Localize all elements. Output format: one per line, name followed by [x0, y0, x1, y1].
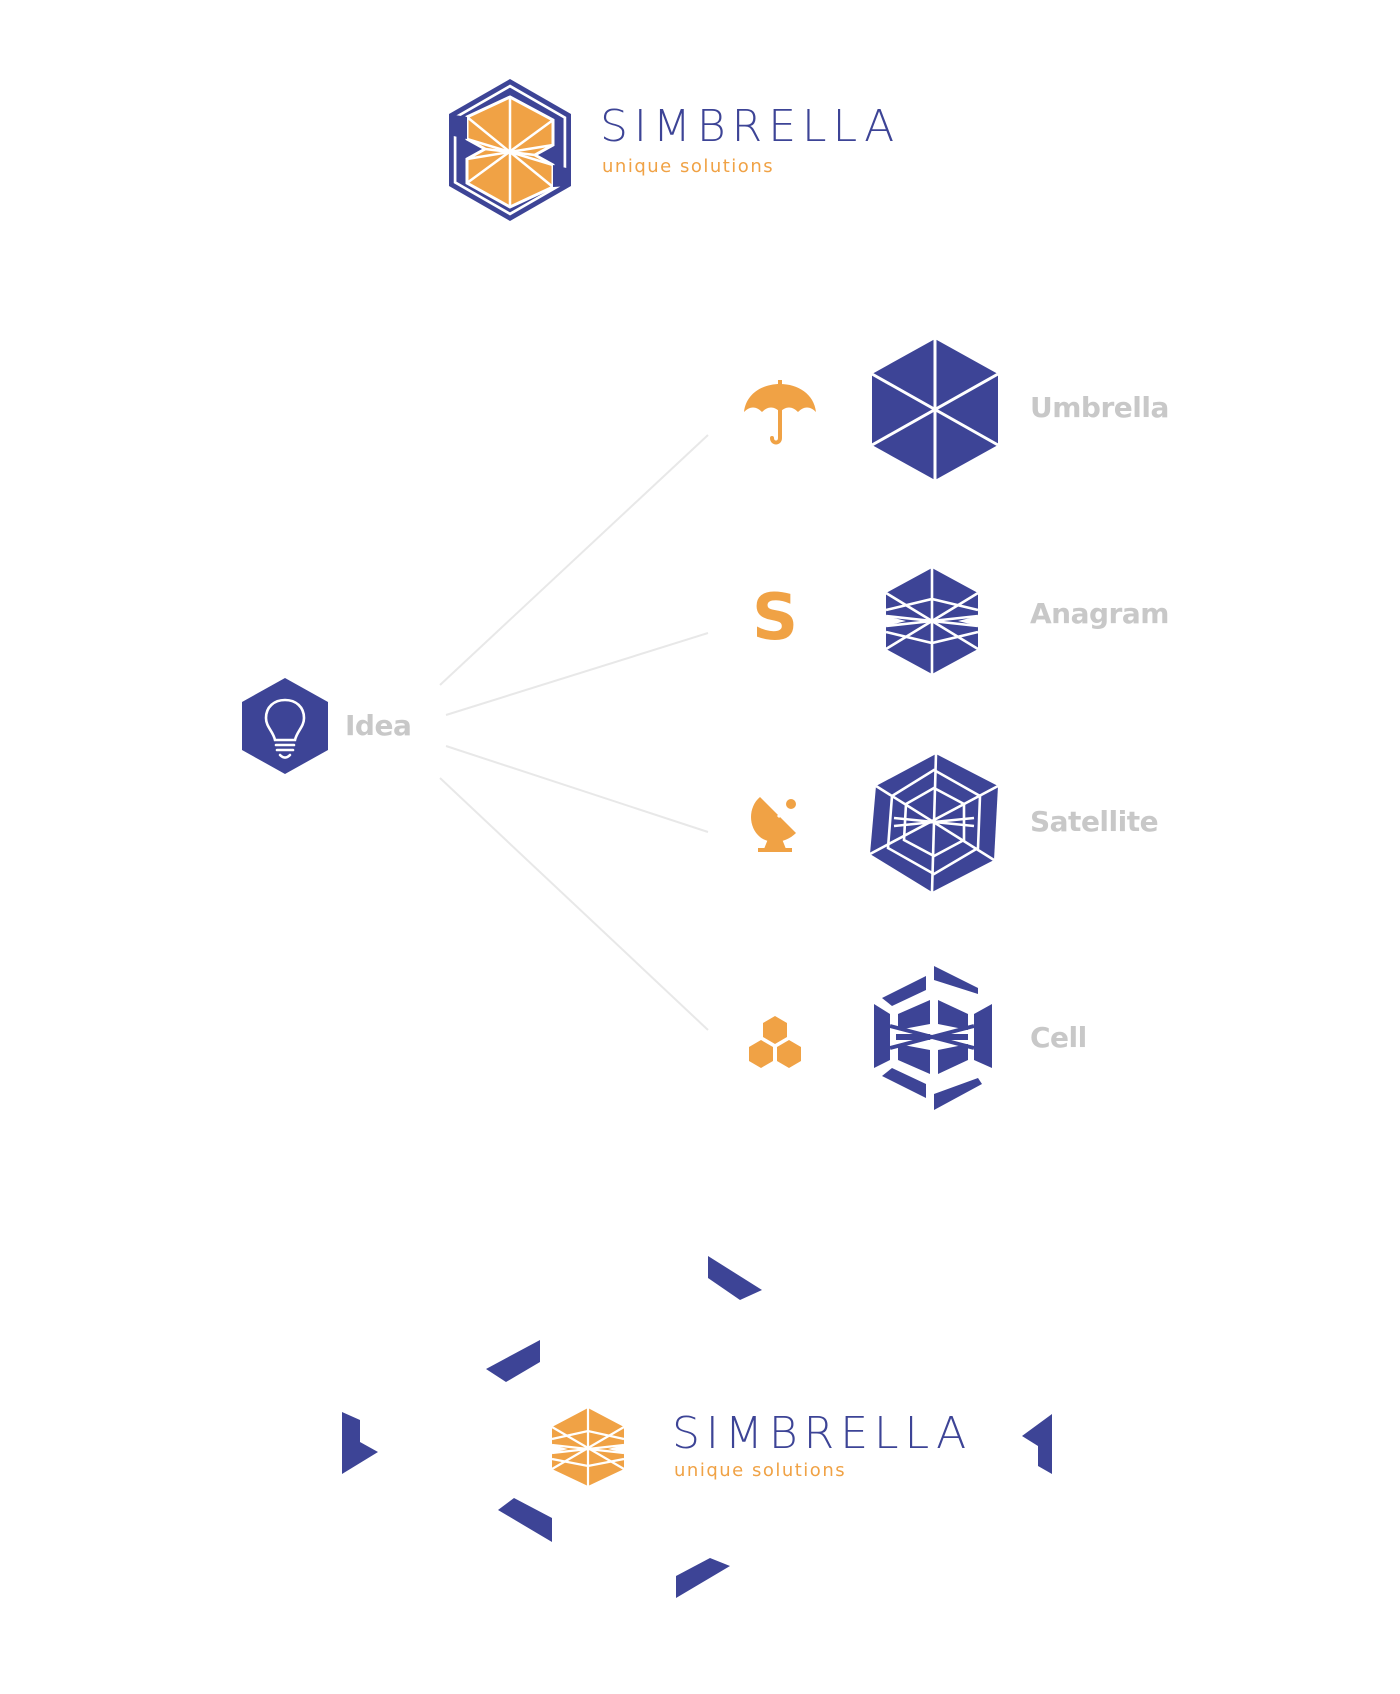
lightbulb-icon — [242, 678, 328, 774]
branch-label-cell: Cell — [1030, 1021, 1087, 1054]
connector-satellite — [445, 745, 709, 833]
fragment-bottom — [676, 1558, 730, 1598]
cell-fragments-mark — [874, 966, 992, 1110]
fragment-left — [342, 1412, 378, 1474]
brand-name: SIMBRELLA — [600, 101, 901, 152]
root-label: Idea — [345, 709, 412, 742]
letter-s-icon: S — [752, 581, 799, 655]
branch-label-umbrella: Umbrella — [1030, 391, 1169, 424]
satellite-dish-icon — [751, 797, 798, 852]
footer-logo-core — [551, 1408, 625, 1486]
top-logo: SIMBRELLA unique solutions — [445, 75, 945, 225]
umbrella-hexagon-mark — [871, 339, 999, 480]
footer-brand-name: SIMBRELLA — [672, 1408, 973, 1459]
fragment-upper-left — [486, 1340, 540, 1382]
branch-label-satellite: Satellite — [1030, 805, 1159, 838]
connector-cell — [439, 777, 709, 1031]
umbrella-icon — [744, 380, 816, 445]
simbrella-logo-mark — [449, 79, 571, 221]
connector-anagram — [445, 632, 709, 716]
satellite-web-mark — [869, 753, 999, 893]
fragment-lower-left — [498, 1498, 552, 1542]
brand-tagline: unique solutions — [602, 156, 775, 177]
connector-umbrella — [439, 434, 709, 686]
cells-icon — [749, 1016, 801, 1068]
fragment-top — [708, 1256, 762, 1300]
branch-label-anagram: Anagram — [1030, 597, 1169, 630]
footer-brand-tagline: unique solutions — [674, 1460, 847, 1481]
anagram-mark — [885, 568, 979, 674]
fragment-right — [1022, 1414, 1052, 1474]
